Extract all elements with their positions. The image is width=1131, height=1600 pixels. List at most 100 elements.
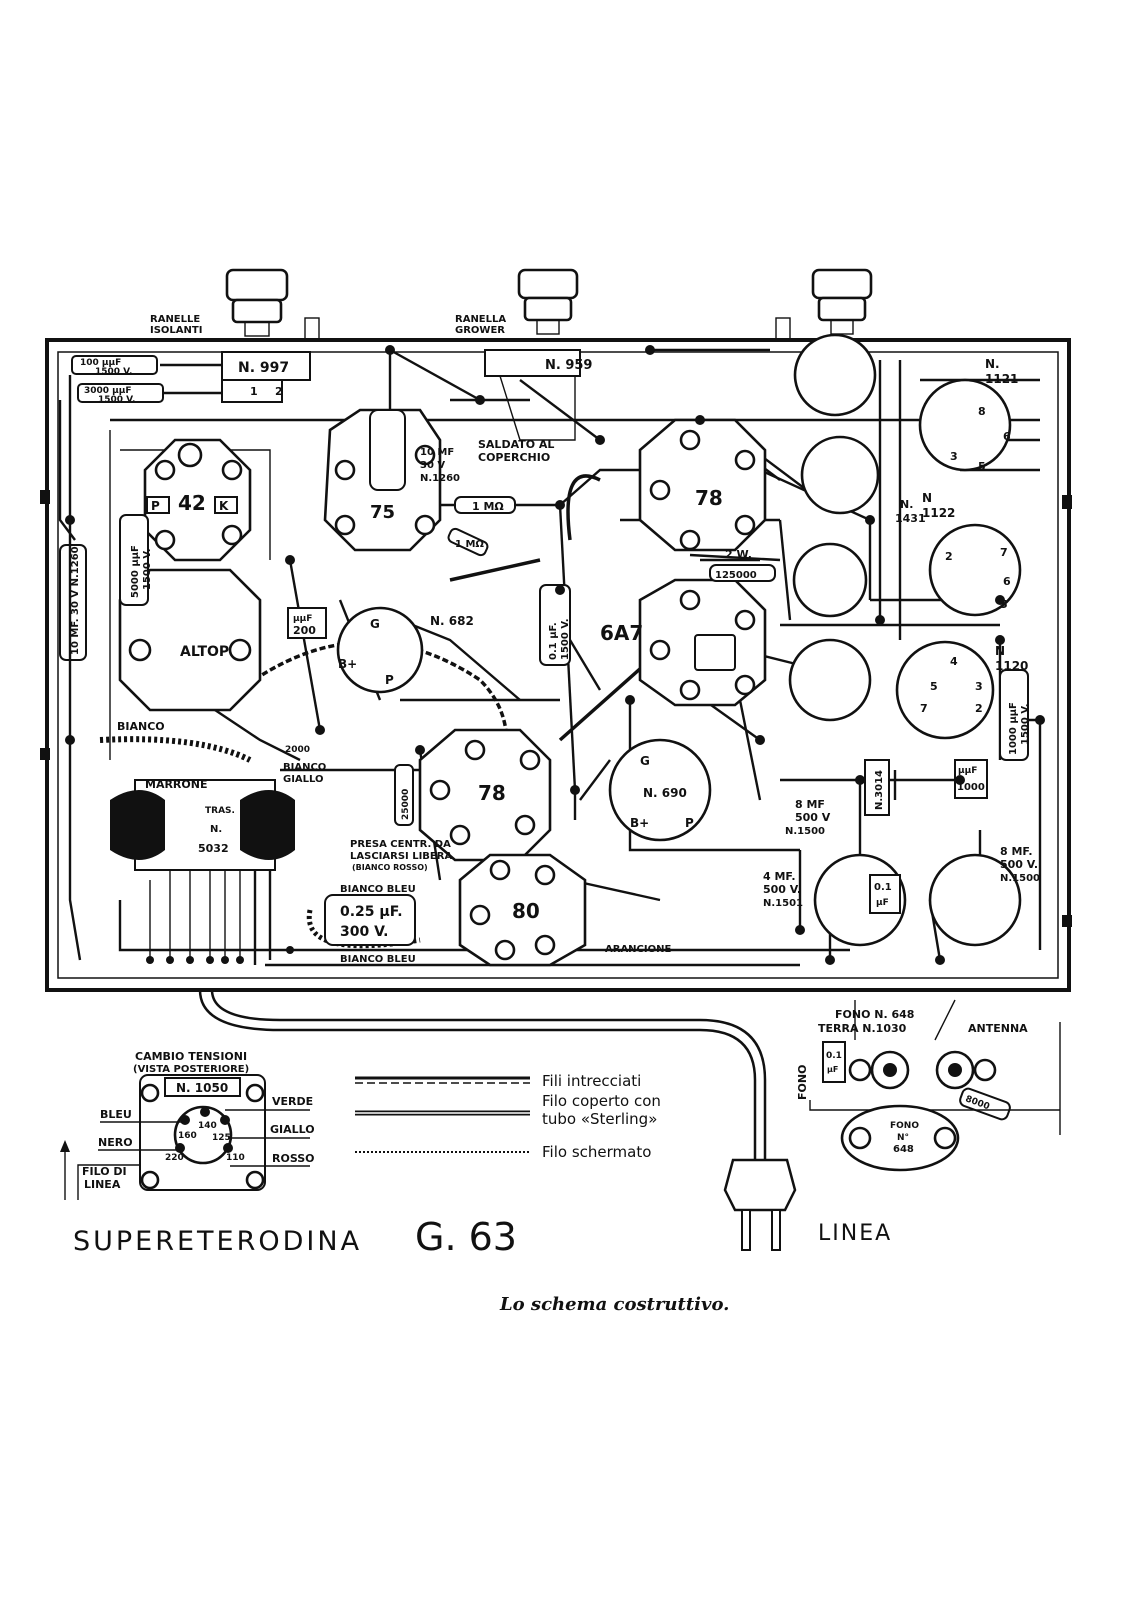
- svg-text:2 W.: 2 W.: [725, 548, 752, 561]
- coil-n1121: N. 1121 8 6 3 5: [918, 357, 1018, 473]
- svg-text:6: 6: [1003, 575, 1011, 588]
- svg-text:300 V.: 300 V.: [340, 924, 388, 940]
- svg-text:(VISTA POSTERIORE): (VISTA POSTERIORE): [133, 1064, 249, 1075]
- svg-text:1 MΩ: 1 MΩ: [455, 539, 484, 550]
- svg-text:1: 1: [250, 385, 258, 398]
- svg-text:NERO: NERO: [98, 1136, 133, 1149]
- knob-left: [225, 268, 289, 337]
- svg-text:8 MF: 8 MF: [795, 798, 825, 811]
- svg-text:1000: 1000: [957, 782, 985, 793]
- svg-text:78: 78: [478, 781, 506, 805]
- svg-text:FONO: FONO: [890, 1121, 919, 1131]
- svg-text:CAMBIO TENSIONI: CAMBIO TENSIONI: [135, 1050, 247, 1063]
- svg-text:1121: 1121: [985, 372, 1018, 386]
- svg-text:RANELLE: RANELLE: [150, 314, 200, 325]
- svg-text:7: 7: [920, 702, 928, 715]
- speaker-altop: ALTOP: [118, 568, 262, 712]
- svg-text:5032: 5032: [198, 842, 229, 855]
- tube-75: 75: [323, 408, 442, 552]
- connector-block: FONO N. 648 TERRA N.1030 ANTENNA 0.1 µF …: [796, 999, 1061, 1172]
- capacitor-n690: G N. 690 B+ P: [608, 738, 712, 842]
- svg-text:N. 959: N. 959: [545, 358, 592, 373]
- svg-text:3: 3: [975, 680, 983, 693]
- svg-text:7: 7: [1000, 546, 1008, 559]
- svg-text:ROSSO: ROSSO: [272, 1152, 315, 1165]
- svg-text:ISOLANTI: ISOLANTI: [150, 325, 202, 336]
- label-bianco-giallo: BIANCO GIALLO: [283, 762, 326, 785]
- voltage-changer: CAMBIO TENSIONI (VISTA POSTERIORE) N. 10…: [60, 1050, 315, 1200]
- svg-text:8 MF.: 8 MF.: [1000, 845, 1033, 858]
- svg-text:BLEU: BLEU: [100, 1108, 132, 1121]
- resistor-1ma: 1 MΩ: [454, 496, 516, 514]
- resistor-n3014: N.3014: [864, 759, 890, 816]
- svg-text:N. 682: N. 682: [430, 614, 474, 628]
- svg-text:N.: N.: [210, 824, 222, 835]
- svg-text:LINEA: LINEA: [84, 1178, 121, 1191]
- svg-text:2: 2: [975, 702, 983, 715]
- screw-top-right: [775, 317, 791, 341]
- svg-text:FILO DI: FILO DI: [82, 1165, 127, 1178]
- svg-text:125000: 125000: [715, 570, 757, 581]
- svg-text:5: 5: [930, 680, 938, 693]
- terminal-strip-n997: N. 997 1 2: [221, 351, 311, 403]
- svg-text:TERRA N.1030: TERRA N.1030: [818, 1022, 907, 1035]
- resistor-1mb: 1 MΩ: [447, 527, 489, 557]
- tube-80: 80: [458, 853, 587, 967]
- capacitor-200uuf: µµF 200: [287, 607, 327, 639]
- svg-text:3000 µµF: 3000 µµF: [84, 386, 132, 396]
- tube-42: 42 P K: [143, 438, 252, 562]
- svg-text:GIALLO: GIALLO: [270, 1123, 315, 1136]
- capacitor-8mf-right: 8 MF. 500 V. N.1500: [928, 845, 1040, 947]
- svg-text:PRESA CENTR. DA: PRESA CENTR. DA: [350, 839, 451, 850]
- svg-text:0.1 µF.: 0.1 µF.: [548, 622, 559, 660]
- coil-n1122: N 1122 2 7 6 5: [922, 491, 1022, 617]
- svg-text:N.1500: N.1500: [785, 826, 825, 837]
- svg-text:SALDATO AL: SALDATO AL: [478, 438, 554, 451]
- svg-text:1000 µµF: 1000 µµF: [1008, 702, 1019, 755]
- svg-text:4 MF.: 4 MF.: [763, 870, 796, 883]
- svg-text:ANTENNA: ANTENNA: [968, 1022, 1028, 1035]
- resistor-2000: 2000: [285, 745, 310, 755]
- terminal-strip-n959: N. 959: [484, 349, 592, 441]
- svg-text:GROWER: GROWER: [455, 325, 505, 336]
- svg-text:1122: 1122: [922, 506, 955, 520]
- svg-text:P: P: [151, 499, 160, 513]
- label-saldato: SALDATO AL COPERCHIO: [478, 438, 554, 464]
- svg-text:4: 4: [950, 655, 958, 668]
- svg-text:G: G: [640, 754, 650, 768]
- svg-text:P: P: [685, 816, 694, 830]
- svg-text:N. 1050: N. 1050: [176, 1081, 228, 1095]
- transformer-n5032: TRAS. N. 5032: [110, 779, 295, 871]
- svg-text:110: 110: [226, 1153, 245, 1163]
- label-bianco-bleu-top: BIANCO BLEU: [340, 884, 416, 895]
- svg-text:1500 V.: 1500 V.: [142, 548, 153, 590]
- svg-text:RANELLA: RANELLA: [455, 314, 506, 325]
- model-number: G. 63: [415, 1215, 517, 1259]
- svg-text:220: 220: [165, 1153, 184, 1163]
- svg-text:2: 2: [275, 385, 283, 398]
- svg-text:Fili intrecciati: Fili intrecciati: [542, 1072, 641, 1090]
- svg-text:6A7: 6A7: [600, 621, 643, 645]
- svg-text:N.: N.: [985, 357, 1000, 371]
- svg-text:N. 997: N. 997: [238, 360, 289, 376]
- svg-text:5: 5: [978, 460, 986, 473]
- svg-text:6: 6: [1003, 430, 1011, 443]
- svg-text:LASCIARSI LIBERA: LASCIARSI LIBERA: [350, 851, 452, 862]
- svg-text:N. 690: N. 690: [643, 786, 687, 800]
- svg-text:1431: 1431: [895, 512, 926, 525]
- svg-text:2000: 2000: [285, 745, 310, 755]
- label-ranella-grower: RANELLA GROWER: [455, 314, 506, 336]
- svg-text:25000: 25000: [401, 789, 411, 820]
- svg-text:30 V: 30 V: [420, 460, 445, 471]
- svg-text:(BIANCO ROSSO): (BIANCO ROSSO): [352, 863, 428, 872]
- label-presa-centrale: PRESA CENTR. DA LASCIARSI LIBERA (BIANCO…: [350, 839, 452, 872]
- label-arancione: ARANCIONE: [605, 944, 671, 955]
- svg-text:500 V.: 500 V.: [1000, 858, 1038, 871]
- label-linea: LINEA: [818, 1221, 892, 1246]
- svg-text:VERDE: VERDE: [272, 1095, 313, 1108]
- svg-text:78: 78: [695, 486, 723, 510]
- resistor-125000: 125000 2 W.: [709, 548, 776, 582]
- svg-text:N: N: [995, 644, 1005, 658]
- capacitor-10mf-left: 10 MF. 30 V N.1260: [59, 544, 87, 661]
- svg-text:N.1501: N.1501: [763, 898, 803, 909]
